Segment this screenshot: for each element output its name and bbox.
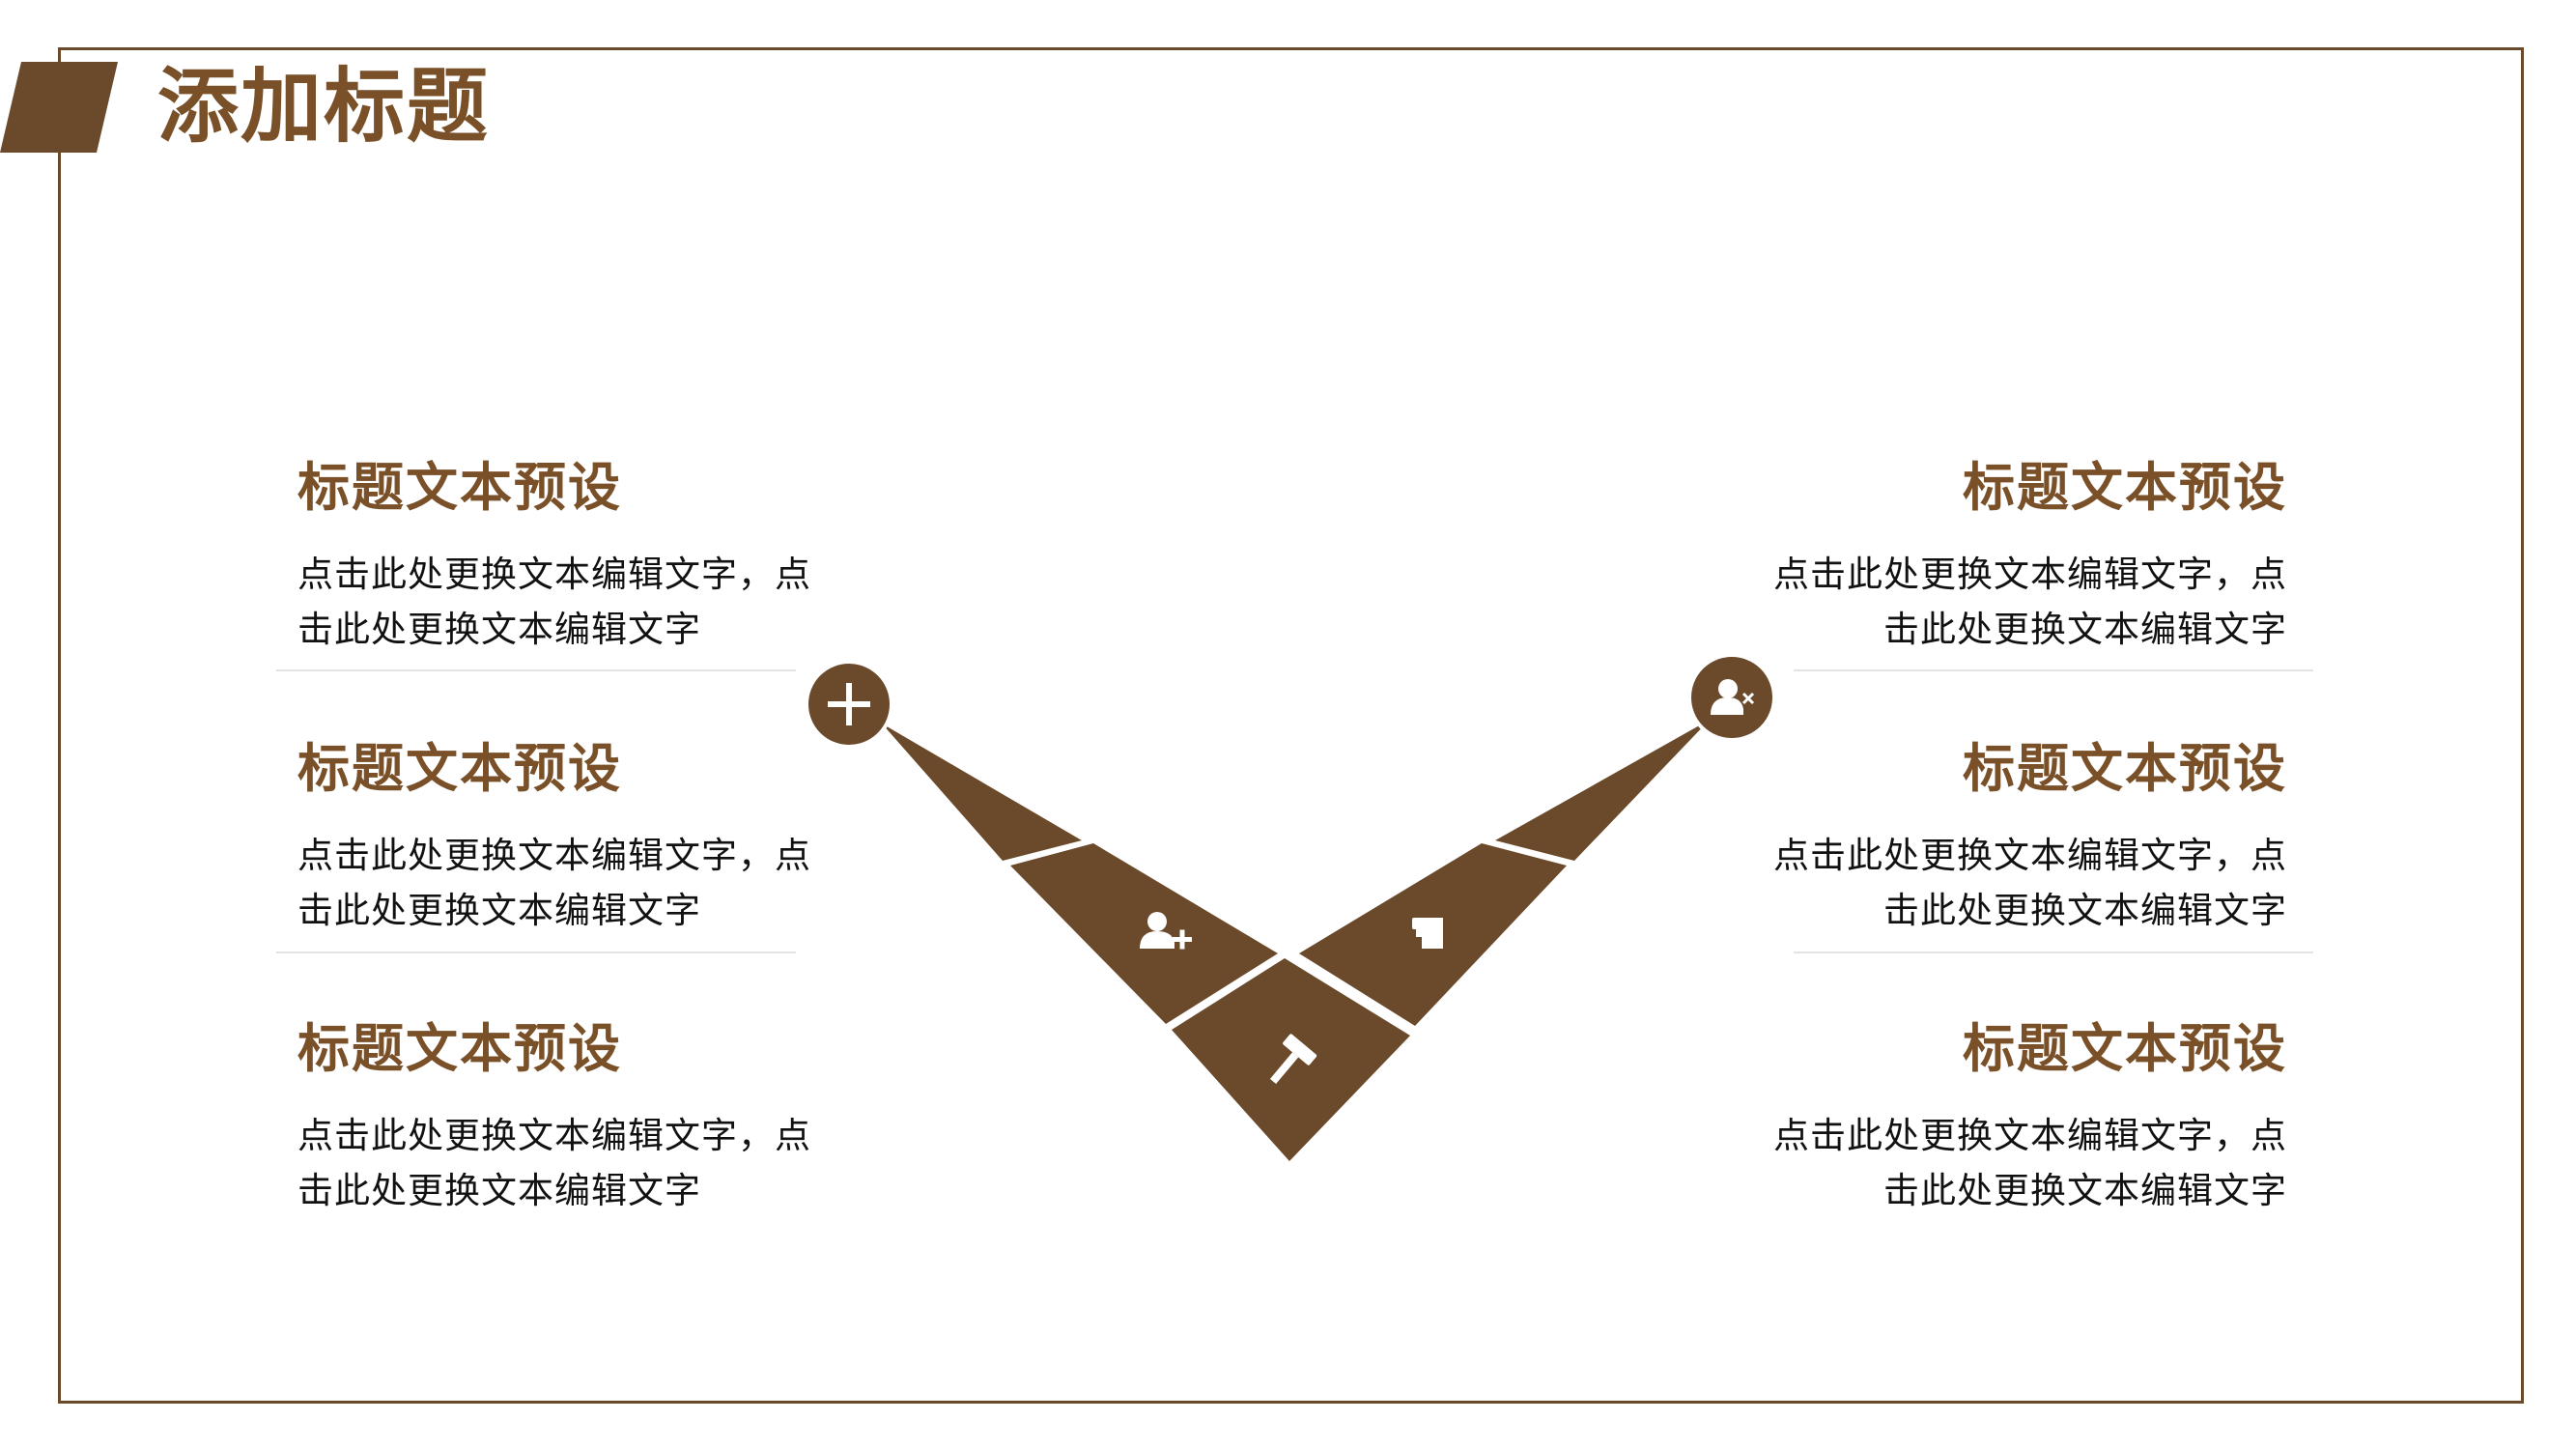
block-description: 点击此处更换文本编辑文字，点 击此处更换文本编辑文字 <box>1727 1108 2287 1218</box>
segment-right-top <box>1495 720 1710 861</box>
separator-line <box>276 669 796 671</box>
text-block-right-2: 标题文本预设 点击此处更换文本编辑文字，点 击此处更换文本编辑文字 <box>1727 737 2287 938</box>
block-description: 点击此处更换文本编辑文字，点 击此处更换文本编辑文字 <box>1727 547 2287 657</box>
description-line: 点击此处更换文本编辑文字，点 <box>1773 1115 2287 1156</box>
description-line: 击此处更换文本编辑文字 <box>297 609 701 650</box>
text-block-right-1: 标题文本预设 点击此处更换文本编辑文字，点 击此处更换文本编辑文字 <box>1727 456 2287 657</box>
separator-line <box>1794 952 2313 953</box>
document-icon <box>1412 918 1443 949</box>
block-heading: 标题文本预设 <box>1963 738 2287 799</box>
description-line: 击此处更换文本编辑文字 <box>297 890 701 931</box>
block-heading: 标题文本预设 <box>297 738 622 799</box>
remove-user-icon[interactable] <box>1687 653 1776 742</box>
gavel-icon <box>1269 1034 1317 1085</box>
description-line: 击此处更换文本编辑文字 <box>1883 609 2287 650</box>
block-heading: 标题文本预设 <box>297 457 622 518</box>
segment-left-top <box>882 724 1082 861</box>
block-heading: 标题文本预设 <box>1963 1018 2287 1079</box>
block-description: 点击此处更换文本编辑文字，点 击此处更换文本编辑文字 <box>297 1108 848 1218</box>
separator-line <box>276 952 796 953</box>
block-description: 点击此处更换文本编辑文字，点 击此处更换文本编辑文字 <box>297 547 848 657</box>
description-line: 点击此处更换文本编辑文字，点 <box>1773 835 2287 876</box>
block-description: 点击此处更换文本编辑文字，点 击此处更换文本编辑文字 <box>297 828 848 938</box>
block-heading: 标题文本预设 <box>1963 457 2287 518</box>
text-block-left-1: 标题文本预设 点击此处更换文本编辑文字，点 击此处更换文本编辑文字 <box>297 456 848 657</box>
description-line: 点击此处更换文本编辑文字，点 <box>1773 554 2287 595</box>
description-line: 击此处更换文本编辑文字 <box>297 1170 701 1211</box>
description-line: 点击此处更换文本编辑文字，点 <box>297 554 811 595</box>
plus-icon[interactable] <box>805 660 893 749</box>
title-badge <box>0 62 118 153</box>
block-description: 点击此处更换文本编辑文字，点 击此处更换文本编辑文字 <box>1727 828 2287 938</box>
description-line: 击此处更换文本编辑文字 <box>1883 1170 2287 1211</box>
text-block-right-3: 标题文本预设 点击此处更换文本编辑文字，点 击此处更换文本编辑文字 <box>1727 1017 2287 1218</box>
separator-line <box>1794 669 2313 671</box>
page-title: 添加标题 <box>157 59 491 154</box>
add-user-icon <box>1140 912 1192 950</box>
text-block-left-3: 标题文本预设 点击此处更换文本编辑文字，点 击此处更换文本编辑文字 <box>297 1017 848 1218</box>
slide-frame <box>58 47 2524 1404</box>
text-block-left-2: 标题文本预设 点击此处更换文本编辑文字，点 击此处更换文本编辑文字 <box>297 737 848 938</box>
description-line: 击此处更换文本编辑文字 <box>1883 890 2287 931</box>
segment-left-middle <box>1010 843 1278 1024</box>
block-heading: 标题文本预设 <box>297 1018 622 1079</box>
description-line: 点击此处更换文本编辑文字，点 <box>297 835 811 876</box>
description-line: 点击此处更换文本编辑文字，点 <box>297 1115 811 1156</box>
